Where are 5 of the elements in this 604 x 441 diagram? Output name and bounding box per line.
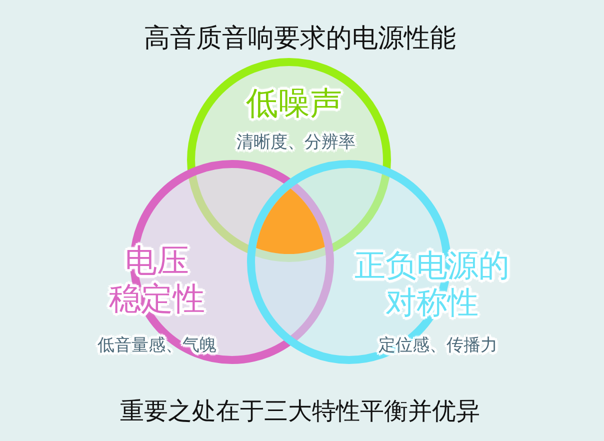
circle-heading: 低噪声 <box>246 84 342 122</box>
circle-description: 低音量感、气魄 <box>98 334 216 356</box>
circle-description: 清晰度、分辨率 <box>236 132 356 154</box>
caption: 重要之处在于三大特性平衡并优异 <box>120 396 480 427</box>
title: 高音质音响要求的电源性能 <box>144 22 456 56</box>
